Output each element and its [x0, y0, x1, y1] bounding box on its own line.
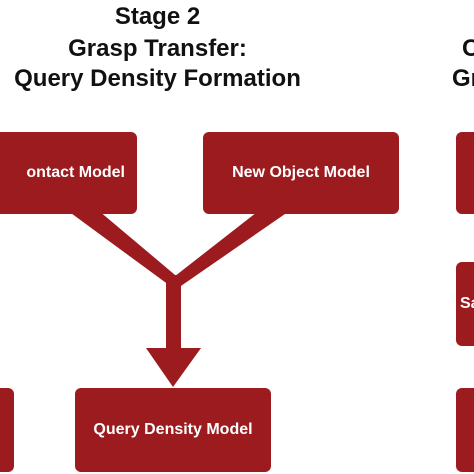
arrow-head: [146, 348, 201, 387]
left-partial-box: [0, 388, 14, 472]
arrow-shaft: [166, 275, 181, 350]
stage-title: Stage 2: [114, 3, 201, 30]
right-partial-box-top: [456, 132, 474, 214]
contact-model-box: ontact Model: [0, 132, 137, 214]
new-object-model-label: New Object Model: [232, 164, 370, 181]
contact-model-label: ontact Model: [26, 164, 125, 181]
next-stage-subtitle-fragment: Gr: [452, 65, 474, 92]
next-stage-title-fragment: C: [462, 35, 474, 62]
right-partial-box-middle: Sa: [456, 262, 474, 346]
query-density-model-label: Query Density Model: [93, 421, 253, 438]
right-partial-box-bottom: [456, 388, 474, 472]
right-branch: [170, 205, 298, 288]
query-density-model-box: Query Density Model: [75, 388, 271, 472]
stage-description: Query Density Formation: [14, 65, 301, 92]
right-partial-box-label: Sa: [460, 295, 474, 312]
left-branch: [60, 205, 181, 288]
new-object-model-box: New Object Model: [203, 132, 399, 214]
stage-subtitle: Grasp Transfer:: [68, 35, 247, 62]
